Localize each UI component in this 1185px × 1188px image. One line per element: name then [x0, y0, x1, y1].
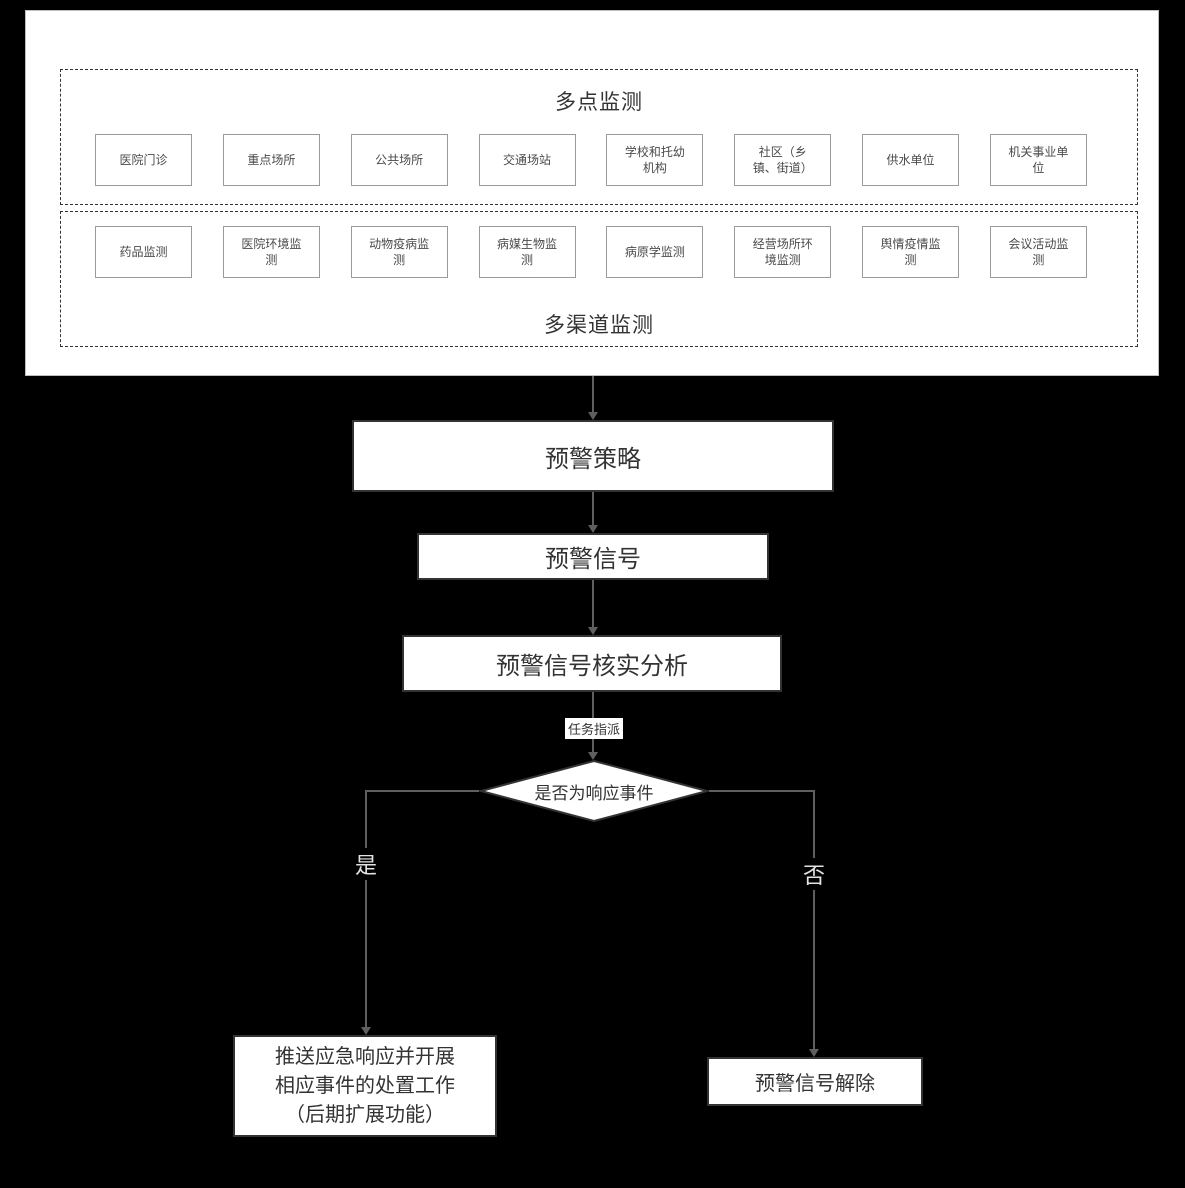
verify-box: 预警信号核实分析: [402, 635, 782, 692]
monitor-box-conference-activity: 会议活动监测: [989, 226, 1087, 278]
connector-no-horizontal: [709, 790, 815, 792]
connector-signal-to-verify: [592, 580, 594, 627]
signal-box: 预警信号: [417, 533, 769, 580]
strategy-box: 预警策略: [352, 420, 834, 492]
multichannel-title: 多渠道监测: [544, 314, 654, 337]
monitor-box-community: 社区（乡镇、街道）: [734, 134, 832, 186]
response-box-line-2: 相应事件的处置工作: [275, 1074, 455, 1097]
task-assign-label: 任务指派: [564, 718, 624, 739]
monitor-box-hospital-outpatient: 医院门诊: [95, 134, 192, 186]
no-label: 否: [797, 858, 831, 890]
dismiss-box: 预警信号解除: [707, 1057, 923, 1106]
connector-no-vertical: [813, 790, 815, 1049]
monitor-box-public-places: 公共场所: [350, 134, 448, 186]
arrowhead-to-signal: [588, 525, 598, 533]
monitor-box-pathogen: 病原学监测: [606, 226, 704, 278]
monitor-box-business-env: 经营场所环境监测: [734, 226, 832, 278]
monitor-box-key-places: 重点场所: [222, 134, 320, 186]
response-box-line-1: 推送应急响应并开展: [275, 1045, 455, 1068]
connector-yes-horizontal: [366, 790, 479, 792]
monitor-box-public-opinion: 舆情疫情监测: [862, 226, 960, 278]
connector-strategy-to-signal: [592, 492, 594, 525]
diamond-shape-icon: [477, 759, 711, 823]
arrowhead-to-dismiss: [809, 1049, 819, 1057]
arrowhead-to-response: [361, 1027, 371, 1035]
monitor-box-animal-disease: 动物疫病监测: [350, 226, 448, 278]
yes-label: 是: [349, 848, 383, 880]
multipoint-title: 多点监测: [555, 91, 643, 114]
monitor-box-vector-organism: 病媒生物监测: [478, 226, 576, 278]
monitor-box-water-supply: 供水单位: [862, 134, 960, 186]
monitor-box-drug: 药品监测: [95, 226, 192, 278]
multichannel-section: 药品监测 医院环境监测 动物疫病监测 病媒生物监测 病原学监测 经营场所环境监测…: [60, 211, 1138, 347]
monitoring-panel: 多点监测 医院门诊 重点场所 公共场所 交通场站 学校和托幼机构 社区（乡镇、街…: [25, 10, 1159, 376]
response-box-line-3: （后期扩展功能）: [285, 1103, 445, 1126]
connector-yes-vertical: [365, 790, 367, 1027]
multipoint-section: 多点监测 医院门诊 重点场所 公共场所 交通场站 学校和托幼机构 社区（乡镇、街…: [60, 69, 1138, 205]
monitor-box-schools-childcare: 学校和托幼机构: [606, 134, 704, 186]
multichannel-row: 药品监测 医院环境监测 动物疫病监测 病媒生物监测 病原学监测 经营场所环境监测…: [95, 226, 1087, 278]
arrowhead-to-verify: [588, 627, 598, 635]
decision-diamond: 是否为响应事件: [477, 759, 711, 823]
monitor-box-transport-stations: 交通场站: [478, 134, 576, 186]
arrowhead-to-decision: [588, 752, 598, 760]
decision-label: 是否为响应事件: [534, 783, 654, 803]
response-box: 推送应急响应并开展 相应事件的处置工作 （后期扩展功能）: [233, 1035, 497, 1137]
connector-panel-to-strategy: [592, 376, 594, 412]
monitor-box-gov-institutions: 机关事业单位: [989, 134, 1087, 186]
arrowhead-to-strategy: [588, 412, 598, 420]
multipoint-row: 医院门诊 重点场所 公共场所 交通场站 学校和托幼机构 社区（乡镇、街道） 供水…: [95, 134, 1087, 186]
monitor-box-hospital-env: 医院环境监测: [222, 226, 320, 278]
